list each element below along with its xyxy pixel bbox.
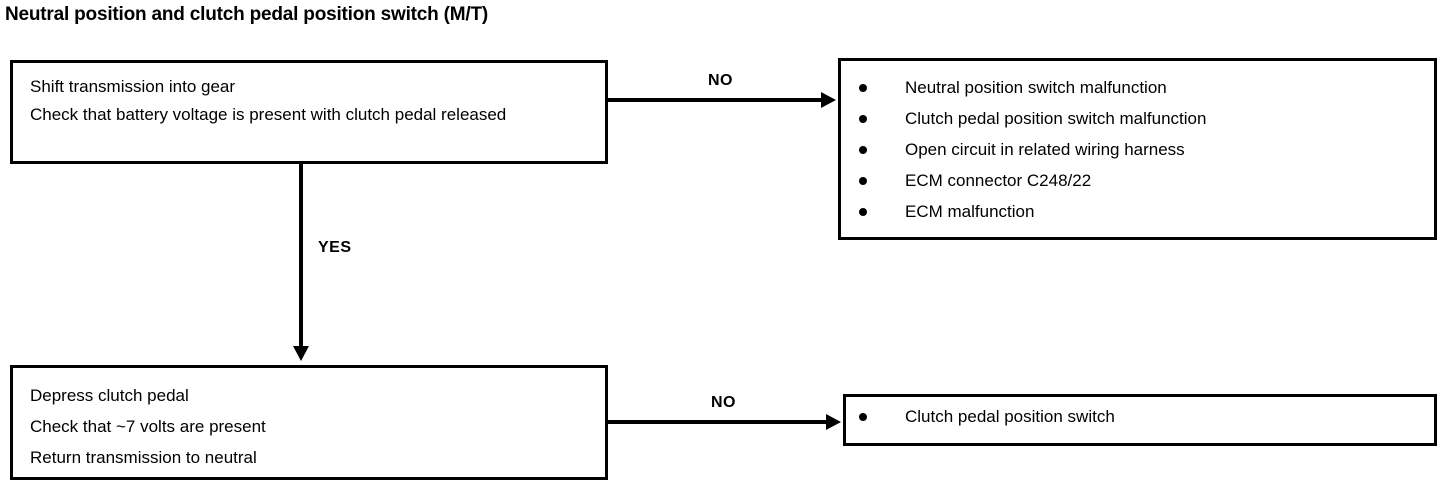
edge-label-no-bottom: NO — [711, 394, 736, 411]
second-fault-list-box: Clutch pedal position switch — [843, 394, 1437, 446]
shift-transmission-step-box: Shift transmission into gear Check that … — [10, 60, 608, 164]
list-item: Open circuit in related wiring harness — [857, 134, 1428, 165]
edge-line-no-top — [608, 98, 823, 102]
bullet-icon — [859, 413, 867, 421]
list-item: ECM malfunction — [857, 196, 1428, 227]
edge-line-no-bottom — [608, 420, 828, 424]
step2-line-1: Depress clutch pedal — [30, 386, 189, 405]
bullet-icon — [859, 84, 867, 92]
step1-line-2: Check that battery voltage is present wi… — [30, 105, 507, 124]
edge-arrowhead-no-bottom — [826, 414, 841, 430]
list-item-label: ECM malfunction — [905, 202, 1035, 221]
edge-label-yes: YES — [318, 239, 352, 256]
bullet-icon — [859, 208, 867, 216]
edge-arrowhead-yes — [293, 346, 309, 361]
bullet-icon — [859, 177, 867, 185]
list-item-label: Open circuit in related wiring harness — [905, 140, 1185, 159]
list-item: Clutch pedal position switch — [857, 401, 1428, 432]
depress-clutch-step-box: Depress clutch pedal Check that ~7 volts… — [10, 365, 608, 480]
list-item-label: Neutral position switch malfunction — [905, 78, 1167, 97]
step1-line-1: Shift transmission into gear — [30, 77, 236, 96]
step2-line-2: Check that ~7 volts are present — [30, 417, 266, 436]
step2-line-3: Return transmission to neutral — [30, 448, 257, 467]
list-item: ECM connector C248/22 — [857, 165, 1428, 196]
depress-clutch-step-text: Depress clutch pedal Check that ~7 volts… — [30, 380, 597, 473]
list-item-label: ECM connector C248/22 — [905, 171, 1092, 190]
edge-line-yes — [299, 164, 303, 347]
list-item-label: Clutch pedal position switch malfunction — [905, 109, 1207, 128]
first-fault-list-box: Neutral position switch malfunction Clut… — [838, 58, 1437, 240]
first-fault-list-items: Neutral position switch malfunction Clut… — [857, 72, 1428, 227]
bullet-icon — [859, 115, 867, 123]
edge-arrowhead-no-top — [821, 92, 836, 108]
second-fault-list-items: Clutch pedal position switch — [857, 401, 1428, 432]
shift-transmission-step-text: Shift transmission into gear Check that … — [30, 73, 597, 128]
list-item: Neutral position switch malfunction — [857, 72, 1428, 103]
edge-label-no-top: NO — [708, 72, 733, 89]
page-title: Neutral position and clutch pedal positi… — [5, 4, 489, 25]
bullet-icon — [859, 146, 867, 154]
list-item: Clutch pedal position switch malfunction — [857, 103, 1428, 134]
list-item-label: Clutch pedal position switch — [905, 407, 1115, 426]
